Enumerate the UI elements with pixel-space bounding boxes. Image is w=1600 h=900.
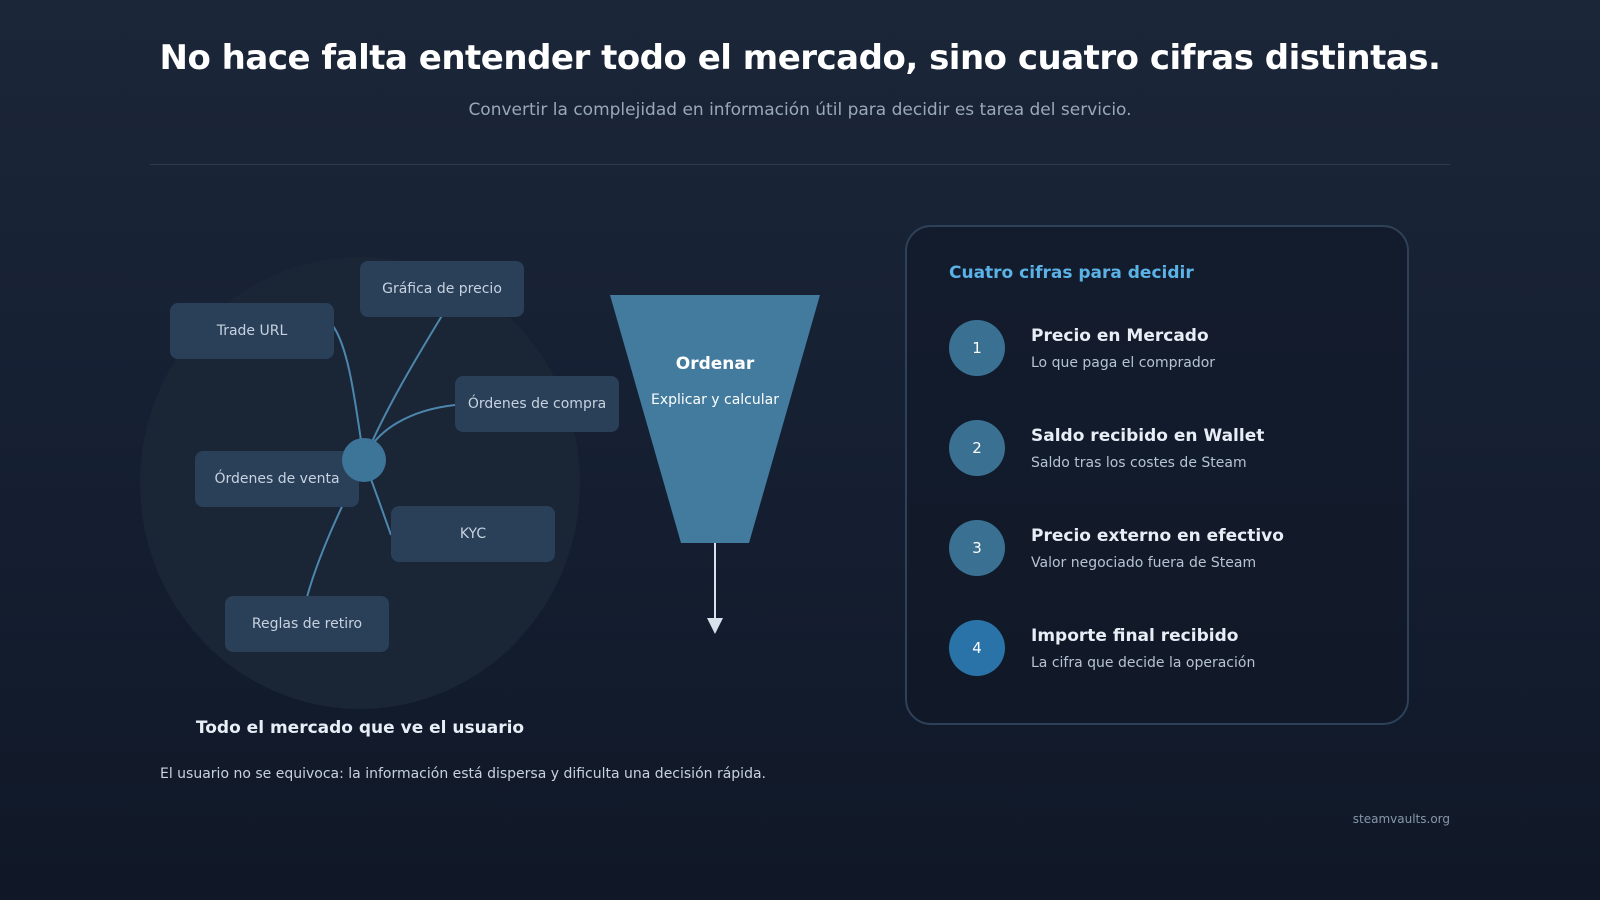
figure-item-1: 1 Precio en Mercado Lo que paga el compr… bbox=[949, 320, 1389, 380]
node-ordenes-compra: Órdenes de compra bbox=[455, 376, 619, 432]
figure-title: Precio externo en efectivo bbox=[1031, 526, 1284, 546]
header-divider bbox=[150, 164, 1450, 165]
figure-title: Precio en Mercado bbox=[1031, 326, 1209, 346]
figure-description: Saldo tras los costes de Steam bbox=[1031, 455, 1247, 471]
page-title: No hace falta entender todo el mercado, … bbox=[159, 38, 1441, 78]
page-subtitle: Convertir la complejidad en información … bbox=[468, 100, 1132, 120]
figure-description: Valor negociado fuera de Steam bbox=[1031, 555, 1257, 571]
figure-item-4: 4 Importe final recibido La cifra que de… bbox=[949, 620, 1389, 680]
figure-item-2: 2 Saldo recibido en Wallet Saldo tras lo… bbox=[949, 420, 1389, 480]
node-reglas-retiro: Reglas de retiro bbox=[225, 596, 389, 652]
node-kyc: KYC bbox=[391, 506, 555, 562]
footer-site-link[interactable]: steamvaults.org bbox=[1352, 812, 1450, 826]
market-label: Todo el mercado que ve el usuario bbox=[195, 718, 525, 738]
figure-number-badge: 4 bbox=[949, 620, 1005, 676]
node-grafica-precio: Gráfica de precio bbox=[360, 261, 524, 317]
figure-number-badge: 2 bbox=[949, 420, 1005, 476]
funnel-subtitle: Explicar y calcular bbox=[651, 392, 779, 408]
card-title: Cuatro cifras para decidir bbox=[949, 263, 1194, 283]
output-arrow-head bbox=[707, 618, 723, 634]
four-figures-card: Cuatro cifras para decidir 1 Precio en M… bbox=[905, 225, 1409, 725]
figure-item-3: 3 Precio externo en efectivo Valor negoc… bbox=[949, 520, 1389, 580]
figure-description: Lo que paga el comprador bbox=[1031, 355, 1216, 371]
node-trade-url: Trade URL bbox=[170, 303, 334, 359]
market-hub bbox=[342, 438, 386, 482]
funnel-title: Ordenar bbox=[675, 354, 755, 374]
funnel-shape bbox=[610, 295, 820, 543]
market-note: El usuario no se equivoca: la informació… bbox=[160, 766, 766, 782]
figure-title: Saldo recibido en Wallet bbox=[1031, 426, 1265, 446]
node-ordenes-venta: Órdenes de venta bbox=[195, 451, 359, 507]
figure-number-badge: 1 bbox=[949, 320, 1005, 376]
figure-description: La cifra que decide la operación bbox=[1031, 655, 1256, 671]
figure-title: Importe final recibido bbox=[1031, 626, 1239, 646]
figure-number-badge: 3 bbox=[949, 520, 1005, 576]
